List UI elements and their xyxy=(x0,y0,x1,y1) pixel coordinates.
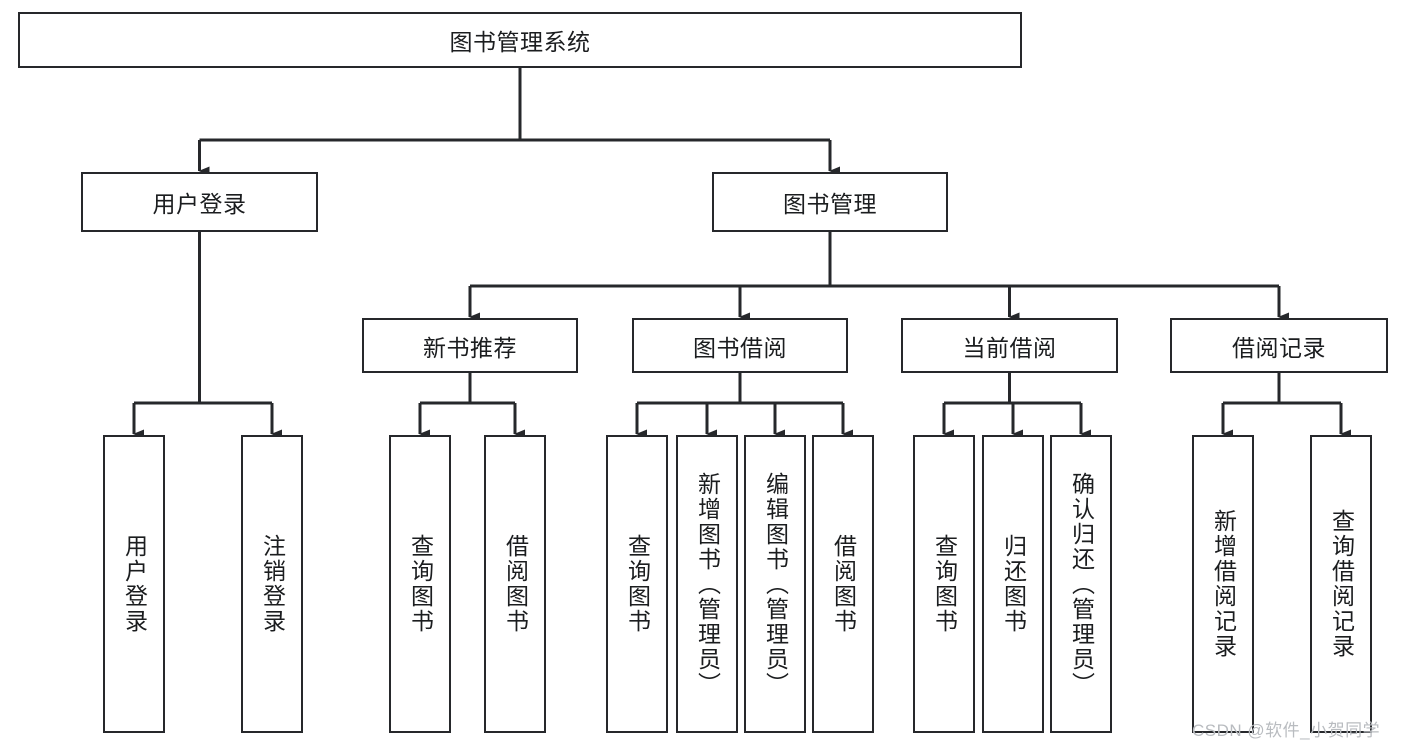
node-label: 新增借阅记录 xyxy=(1210,509,1237,659)
node-label: 借阅图书 xyxy=(502,534,529,634)
node-label: 查询借阅记录 xyxy=(1328,509,1355,659)
node-label: 查询图书 xyxy=(931,534,958,634)
node-label: 注销登录 xyxy=(259,534,286,634)
leaf-query-book-borrowing[interactable]: 查询图书 xyxy=(606,435,668,733)
leaf-return-book[interactable]: 归还图书 xyxy=(982,435,1044,733)
node-root-book-management-system[interactable]: 图书管理系统 xyxy=(18,12,1022,68)
leaf-add-book-admin[interactable]: 新增图书（管理员） xyxy=(676,435,738,733)
leaf-borrow-book-recommendation[interactable]: 借阅图书 xyxy=(484,435,546,733)
node-label: 借阅记录 xyxy=(1232,334,1326,361)
node-new-book-recommendation[interactable]: 新书推荐 xyxy=(362,318,578,373)
node-user-login[interactable]: 用户登录 xyxy=(81,172,318,232)
leaf-query-book-current[interactable]: 查询图书 xyxy=(913,435,975,733)
node-label: 查询图书 xyxy=(407,534,434,634)
leaf-query-book-recommendation[interactable]: 查询图书 xyxy=(389,435,451,733)
leaf-borrow-book-borrowing[interactable]: 借阅图书 xyxy=(812,435,874,733)
leaf-user-logout[interactable]: 注销登录 xyxy=(241,435,303,733)
node-borrowing-record[interactable]: 借阅记录 xyxy=(1170,318,1388,373)
edge-group xyxy=(132,68,1351,439)
node-label: 归还图书 xyxy=(1000,534,1027,634)
node-book-borrowing[interactable]: 图书借阅 xyxy=(632,318,848,373)
node-label: 借阅图书 xyxy=(830,534,857,634)
leaf-query-borrowing-record[interactable]: 查询借阅记录 xyxy=(1310,435,1372,733)
node-current-borrowing[interactable]: 当前借阅 xyxy=(901,318,1118,373)
leaf-edit-book-admin[interactable]: 编辑图书（管理员） xyxy=(744,435,806,733)
node-label: 用户登录 xyxy=(121,534,148,634)
node-label: 查询图书 xyxy=(624,534,651,634)
node-label: 确认归还（管理员） xyxy=(1068,471,1095,697)
node-label: 用户登录 xyxy=(152,191,247,217)
node-label: 新书推荐 xyxy=(423,334,517,361)
leaf-user-login[interactable]: 用户登录 xyxy=(103,435,165,733)
leaf-add-borrowing-record[interactable]: 新增借阅记录 xyxy=(1192,435,1254,733)
csdn-watermark: CSDN @软件_小贺同学 xyxy=(1192,721,1381,740)
node-label: 图书管理 xyxy=(783,191,877,217)
node-label: 图书管理系统 xyxy=(449,29,591,55)
node-label: 编辑图书（管理员） xyxy=(762,471,789,697)
node-book-management[interactable]: 图书管理 xyxy=(712,172,948,232)
node-label: 当前借阅 xyxy=(962,334,1057,361)
leaf-confirm-return-admin[interactable]: 确认归还（管理员） xyxy=(1050,435,1112,733)
node-label: 新增图书（管理员） xyxy=(694,471,721,697)
node-label: 图书借阅 xyxy=(693,334,787,361)
